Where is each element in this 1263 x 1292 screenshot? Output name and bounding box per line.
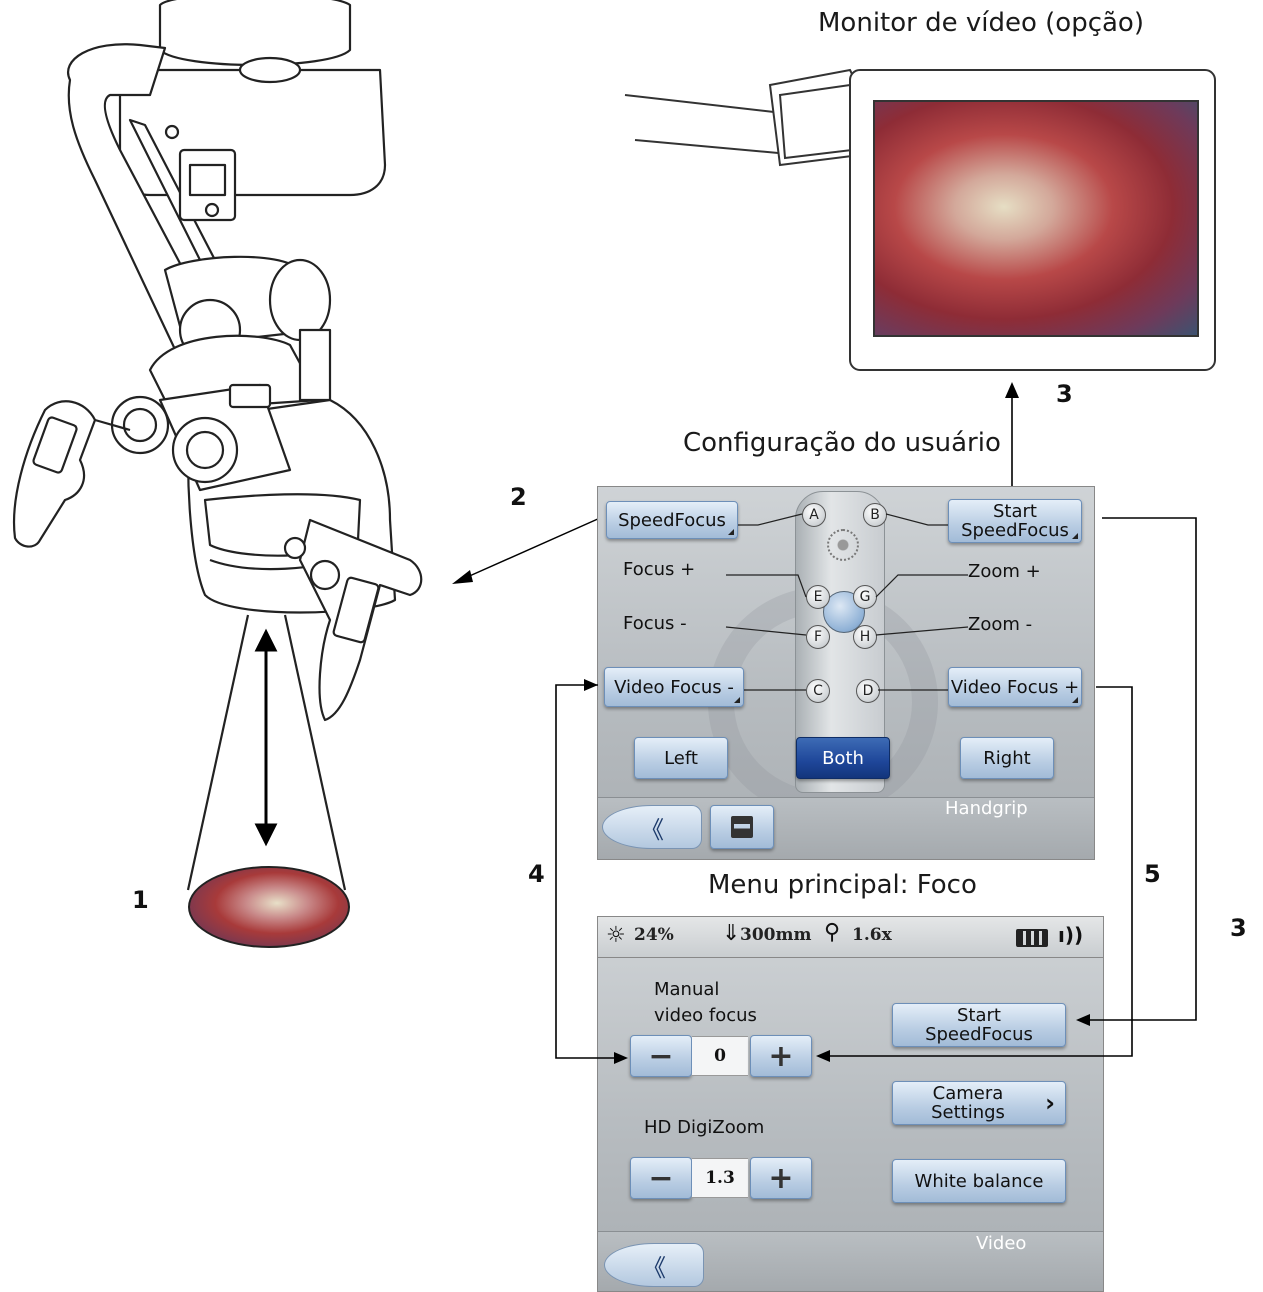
connector-arrows	[0, 0, 1263, 1290]
